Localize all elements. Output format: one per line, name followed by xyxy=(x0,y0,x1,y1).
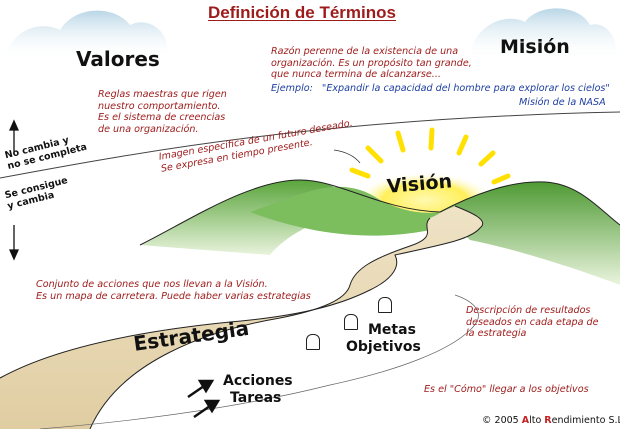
copyright-prefix: © 2005 xyxy=(482,415,522,426)
copyright-alto: lto xyxy=(529,415,545,426)
acciones-heading: Acciones xyxy=(223,373,293,389)
valores-heading: Valores xyxy=(76,47,160,71)
valores-line: Es el sistema de creencias xyxy=(98,112,226,124)
arrow-icon xyxy=(187,379,221,419)
example-label: Ejemplo: xyxy=(271,83,313,94)
metas-line: la estrategia xyxy=(466,328,527,340)
arrow-icon xyxy=(8,119,20,261)
mision-heading: Misión xyxy=(500,36,570,58)
mision-example: Ejemplo: "Expandir la capacidad del homb… xyxy=(271,83,610,94)
metas-line: deseados en cada etapa de xyxy=(466,316,599,328)
estrategia-description: Conjunto de acciones que nos llevan a la… xyxy=(36,279,311,302)
road-icon xyxy=(0,205,483,429)
metas-line: Descripción de resultados xyxy=(466,305,591,316)
valores-line: Reglas maestras que rigen xyxy=(98,89,227,100)
estrategia-line: Es un mapa de carretera. Puede haber var… xyxy=(36,290,311,302)
metas-description: Descripción de resultados deseados en ca… xyxy=(466,305,599,340)
mision-line: que nunca termina de alcanzarse... xyxy=(271,69,441,81)
page-title: Definición de Términos xyxy=(208,3,396,22)
objetivos-heading: Objetivos xyxy=(346,339,421,355)
milestone-sign-icon xyxy=(344,314,358,330)
estrategia-line: Conjunto de acciones que nos llevan a la… xyxy=(36,279,268,290)
valores-description: Reglas maestras que rigen nuestro compor… xyxy=(98,89,227,135)
valores-line: de una organización. xyxy=(98,123,199,135)
acciones-note: Es el "Cómo" llegar a los objetivos xyxy=(424,384,589,395)
milestone-sign-icon xyxy=(306,334,320,350)
tareas-heading: Tareas xyxy=(230,390,282,406)
boundary-curve xyxy=(0,111,620,179)
copyright-rest: endimiento S.L. xyxy=(551,415,620,426)
mision-line: organización. Es un propósito tan grande… xyxy=(271,57,472,69)
metas-heading: Metas xyxy=(368,322,416,338)
cloud-icon xyxy=(5,10,168,61)
milestone-sign-icon xyxy=(378,297,392,313)
valores-line: nuestro comportamiento. xyxy=(98,100,221,112)
copyright-initial-a: A xyxy=(521,415,530,426)
cloud-icon xyxy=(470,8,617,60)
copyright-initial-r: R xyxy=(544,415,552,426)
mision-line: Razón perenne de la existencia de una xyxy=(271,46,459,57)
example-text: "Expandir la capacidad del hombre para e… xyxy=(321,83,610,94)
mision-description: Razón perenne de la existencia de una or… xyxy=(271,46,472,81)
copyright: © 2005 Alto Rendimiento S.L. xyxy=(482,415,620,426)
mountain-icon xyxy=(139,179,620,285)
example-source: Misión de la NASA xyxy=(519,97,606,108)
